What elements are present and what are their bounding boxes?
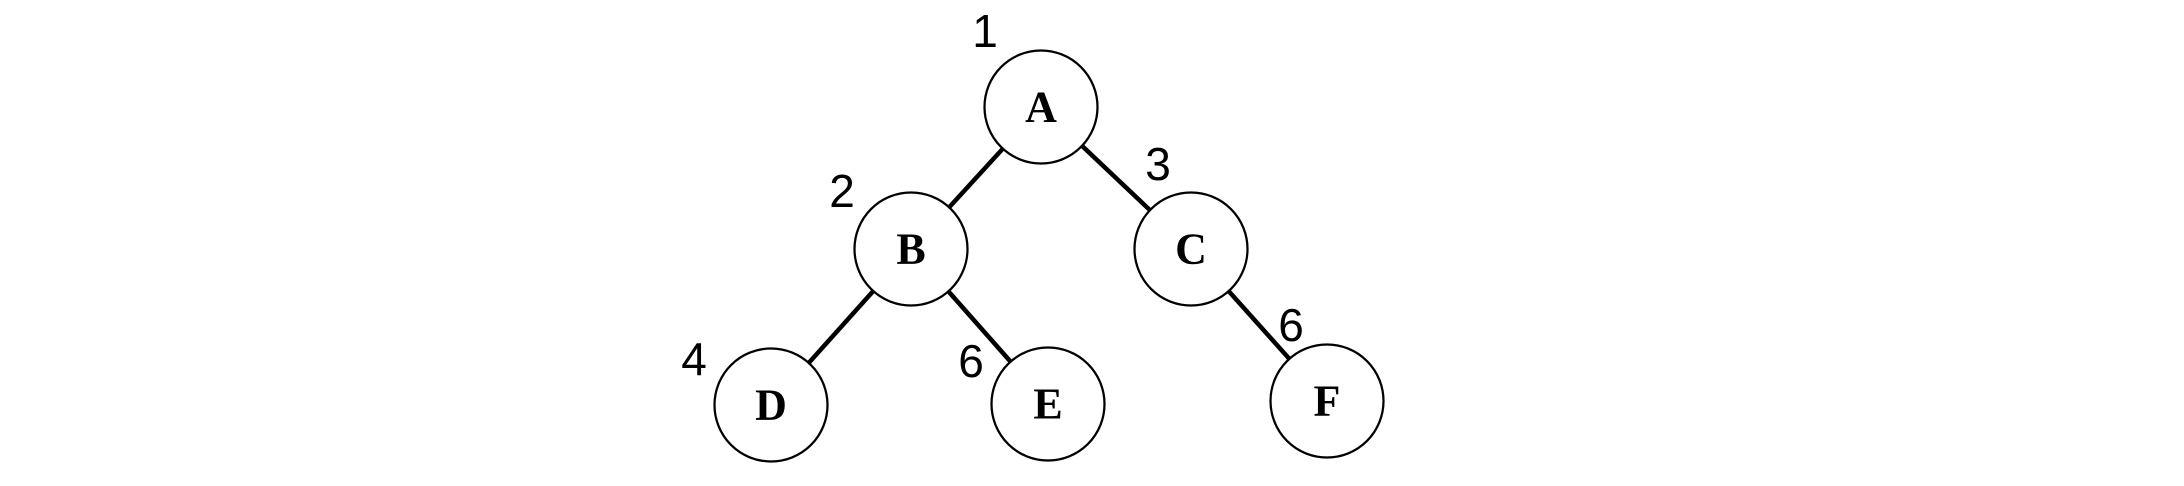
node-b-circle	[853, 191, 969, 307]
node-a-number: 1	[972, 5, 998, 57]
node-b: B 2	[829, 165, 969, 307]
node-a-label: A	[1025, 83, 1057, 132]
node-b-number: 2	[829, 165, 855, 217]
node-c-label: C	[1175, 225, 1207, 274]
node-f: F 6	[1269, 299, 1385, 459]
node-e-circle	[990, 346, 1106, 462]
node-c-number: 3	[1145, 138, 1171, 190]
node-e-number: 6	[958, 335, 984, 387]
node-d-label: D	[755, 381, 787, 430]
node-d-circle	[713, 347, 829, 463]
node-b-label: B	[896, 225, 925, 274]
node-e: E 6	[958, 335, 1106, 462]
node-d-number: 4	[681, 333, 707, 385]
node-f-label: F	[1314, 377, 1341, 426]
node-d: D 4	[681, 333, 829, 463]
node-f-number: 6	[1278, 299, 1304, 351]
node-a-circle	[983, 49, 1099, 165]
node-e-label: E	[1033, 380, 1062, 429]
node-a: A 1	[972, 5, 1099, 165]
node-c-circle	[1133, 191, 1249, 307]
node-f-circle	[1269, 343, 1385, 459]
node-c: C 3	[1133, 138, 1249, 307]
